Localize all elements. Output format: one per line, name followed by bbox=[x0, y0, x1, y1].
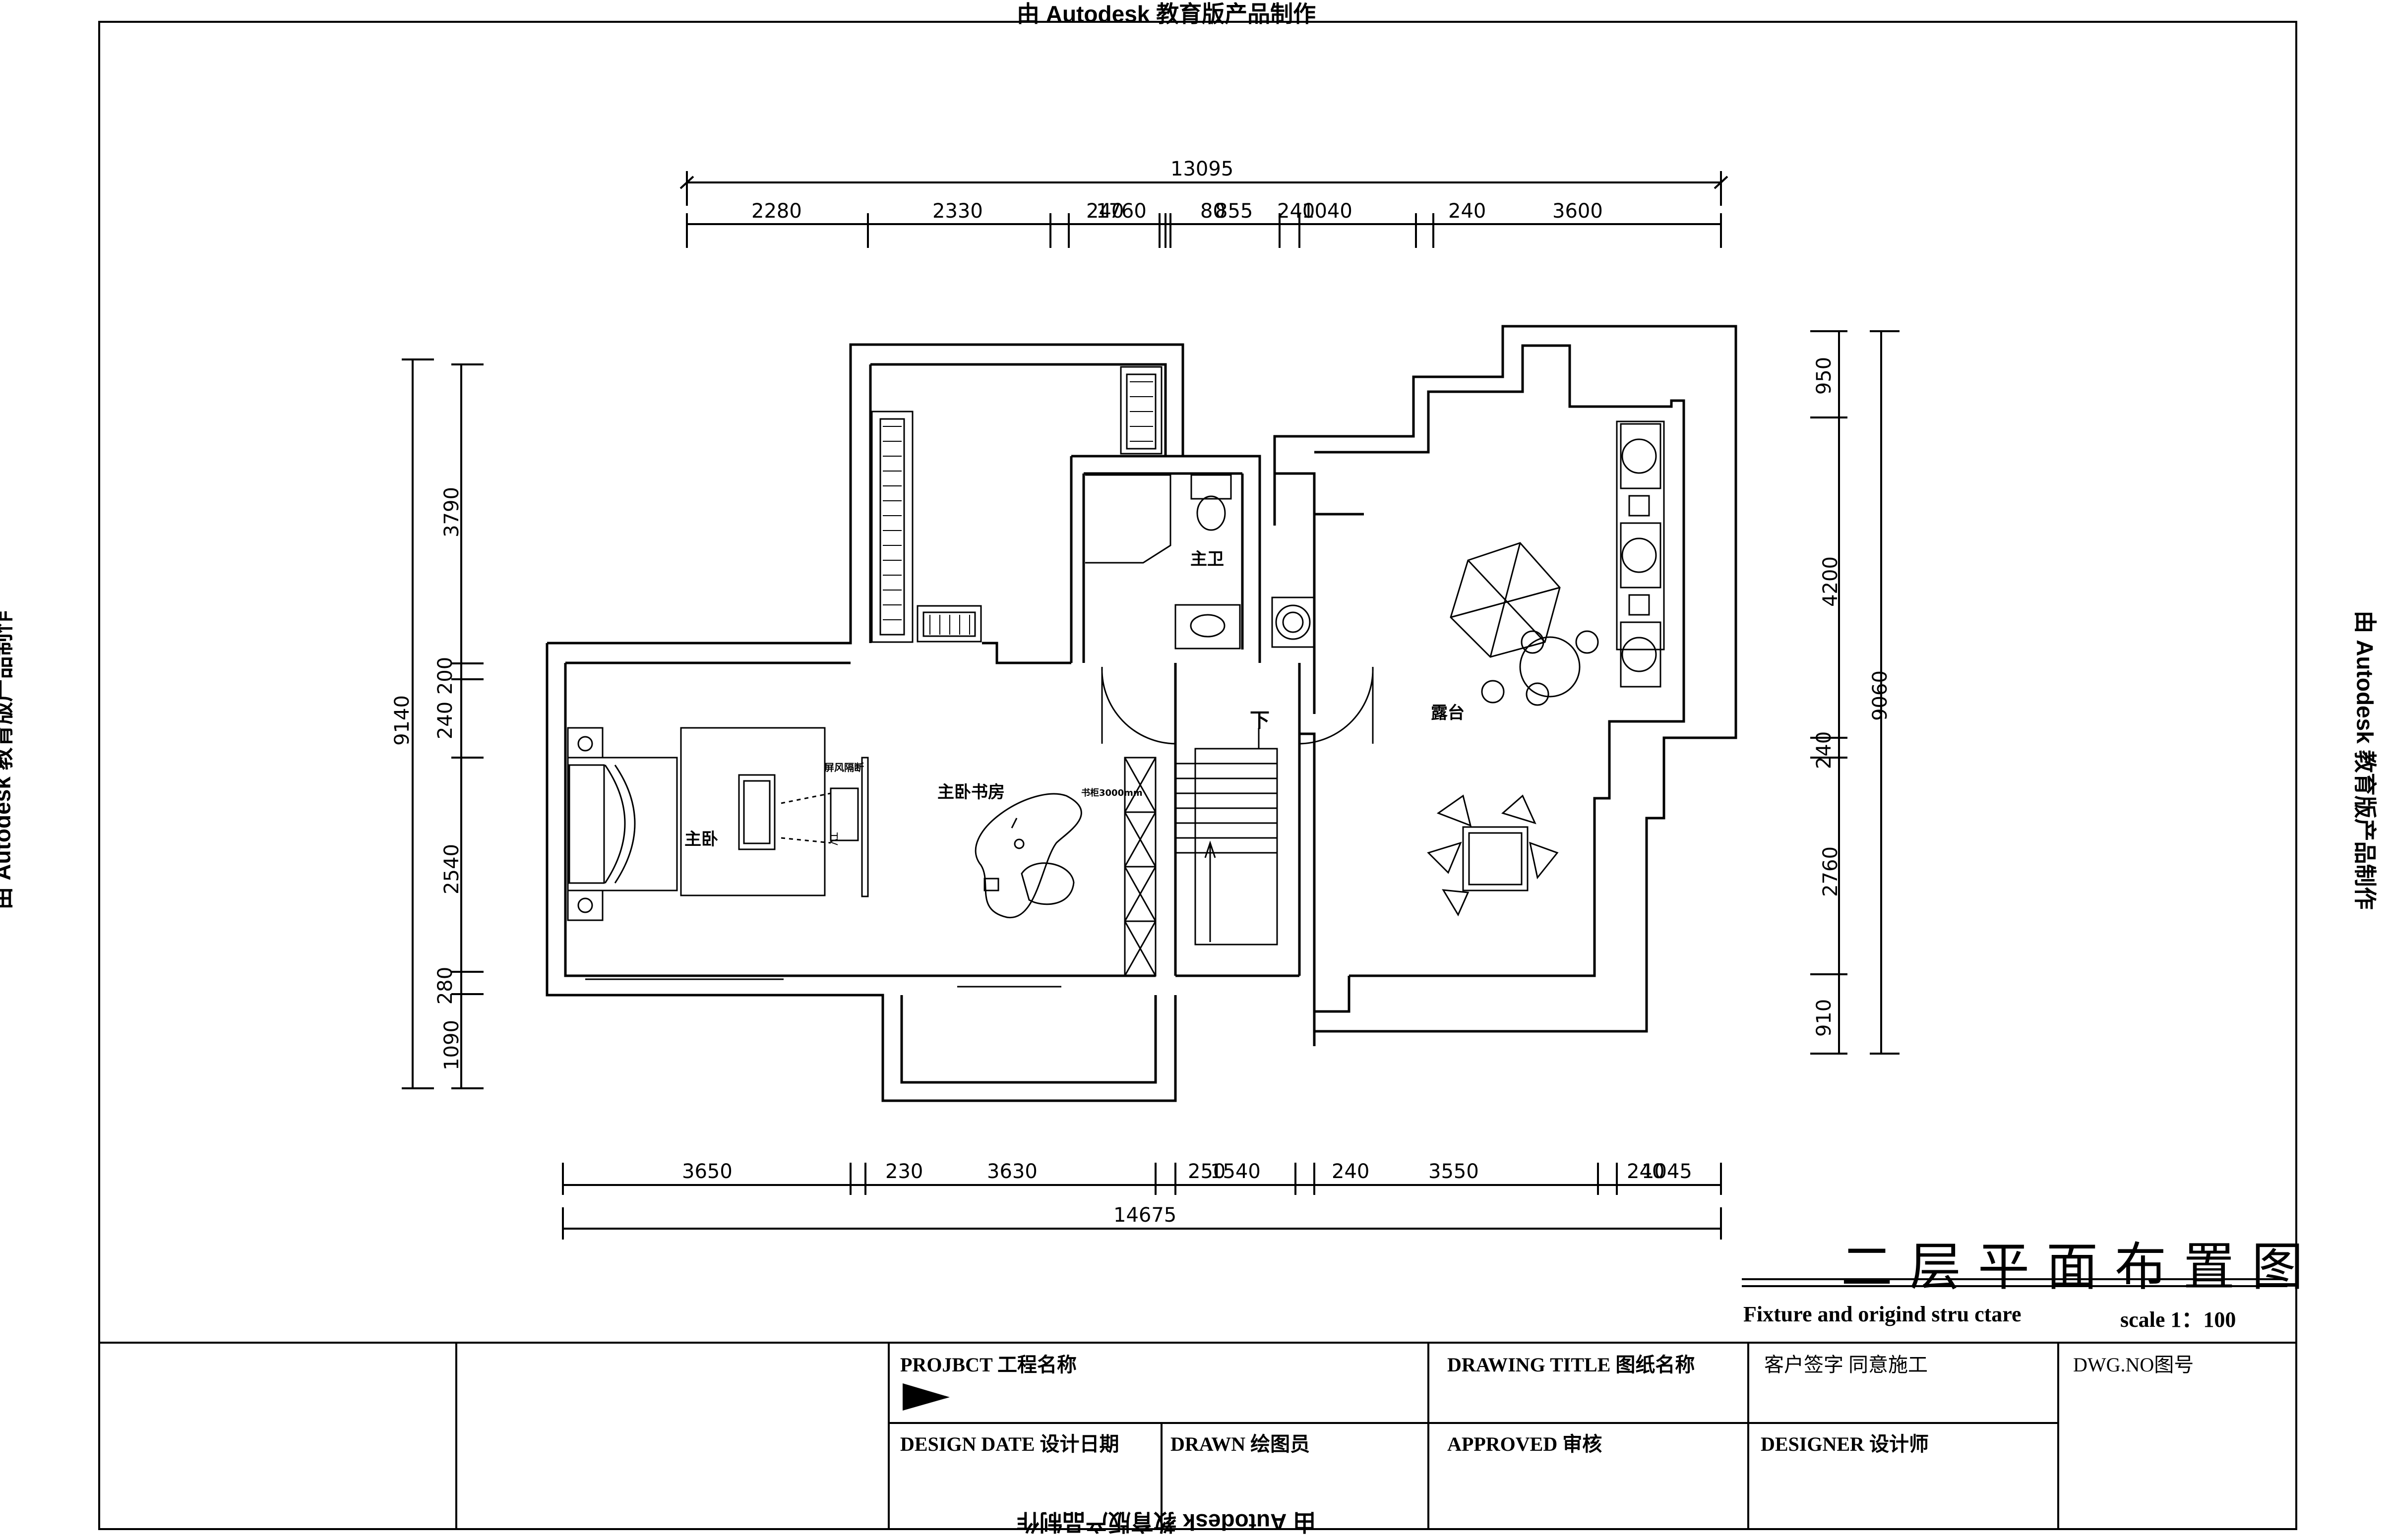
room-master-bath: 主卫 bbox=[1190, 549, 1224, 569]
drawing-title-label: DRAWING TITLE 图纸名称 bbox=[1447, 1354, 1695, 1376]
drawing-subtitle: Fixture and origind stru ctare bbox=[1743, 1302, 2022, 1326]
terrace-furniture bbox=[1427, 420, 1665, 917]
dim-top-5: 80 bbox=[1200, 200, 1226, 223]
dim-right-5: 910 bbox=[1813, 999, 1836, 1037]
dim-bottom-8: 240 bbox=[1627, 1160, 1665, 1183]
dim-right-segments bbox=[1810, 330, 1847, 1055]
design-date-label: DESIGN DATE 设计日期 bbox=[900, 1433, 1119, 1455]
dim-top-6: 855 bbox=[1215, 200, 1253, 223]
dim-top-9: 240 bbox=[1448, 200, 1486, 223]
room-master-study: 主卧书房 bbox=[937, 782, 1005, 802]
arrow-symbol bbox=[903, 1383, 950, 1411]
dim-top-2: 2330 bbox=[932, 200, 983, 223]
dim-top-4: 1760 bbox=[1096, 200, 1147, 223]
dim-right-3: 240 bbox=[1813, 731, 1836, 770]
dim-top-total bbox=[679, 171, 1728, 206]
dim-bottom-7: 3550 bbox=[1428, 1160, 1479, 1183]
dim-bottom-total bbox=[562, 1207, 1722, 1240]
room-master-bedroom: 主卧 bbox=[684, 829, 718, 849]
dim-bottom-6: 240 bbox=[1332, 1160, 1370, 1183]
dim-bottom-1: 3650 bbox=[682, 1160, 733, 1183]
dim-right-4: 2760 bbox=[1819, 846, 1842, 897]
project-label: PROJBCT 工程名称 bbox=[900, 1354, 1077, 1376]
dim-right-1: 950 bbox=[1813, 356, 1836, 395]
dim-top-1: 2280 bbox=[751, 200, 802, 223]
dim-bottom-4: 250 bbox=[1188, 1160, 1226, 1183]
bath-fixtures bbox=[1085, 474, 1315, 650]
dim-left-segments bbox=[451, 363, 484, 1089]
dim-right-total-label: 9060 bbox=[1868, 670, 1892, 721]
bookshelf-label: 书柜3000mm bbox=[1081, 788, 1143, 798]
designer-label: DESIGNER 设计师 bbox=[1761, 1433, 1929, 1455]
drawing-scale: scale 1：100 bbox=[2120, 1307, 2236, 1332]
dim-bottom-2: 230 bbox=[885, 1160, 923, 1183]
approved-label: APPROVED 审核 bbox=[1447, 1433, 1602, 1455]
stairs-down-label: 下 bbox=[1250, 709, 1270, 732]
dim-top-7: 240 bbox=[1277, 200, 1315, 223]
dim-top-8: 1040 bbox=[1302, 200, 1352, 223]
dim-left-5: 280 bbox=[434, 966, 457, 1005]
dim-right-total bbox=[1870, 330, 1900, 1055]
dim-right-2: 4200 bbox=[1819, 556, 1842, 607]
walls bbox=[546, 325, 1737, 1102]
dim-left-total-label: 9140 bbox=[390, 695, 414, 746]
dim-top-segments bbox=[686, 213, 1722, 248]
dim-bottom-total-label: 14675 bbox=[1113, 1204, 1177, 1227]
client-signature-label: 客户签字 同意施工 bbox=[1764, 1354, 1928, 1376]
wardrobe-left bbox=[871, 366, 1163, 643]
title-block-grid bbox=[98, 1278, 2297, 1530]
dim-left-2: 200 bbox=[434, 656, 457, 695]
dim-top-total-label: 13095 bbox=[1170, 158, 1234, 180]
dim-left-6: 1090 bbox=[440, 1020, 463, 1070]
dim-left-1: 3790 bbox=[440, 487, 463, 537]
study-area bbox=[975, 757, 1157, 977]
screen-partition-label: 屏风隔断 bbox=[824, 762, 864, 773]
dim-bottom-9: 1045 bbox=[1642, 1160, 1692, 1183]
dim-left-3: 240 bbox=[434, 701, 457, 740]
drawn-label: DRAWN 绘图员 bbox=[1170, 1433, 1310, 1455]
dwg-no-label: DWG.NO图号 bbox=[2073, 1354, 2194, 1376]
dim-top-3: 240 bbox=[1086, 200, 1124, 223]
room-terrace: 露台 bbox=[1431, 703, 1465, 723]
drawing-title-cn: 二层平面布置图 bbox=[1841, 1237, 2321, 1297]
tv-label: TV bbox=[827, 832, 840, 845]
dim-top-10: 3600 bbox=[1552, 200, 1603, 223]
dim-bottom-segments bbox=[562, 1163, 1722, 1195]
doors bbox=[585, 666, 1374, 988]
dim-bottom-3: 3630 bbox=[987, 1160, 1038, 1183]
dim-left-4: 2540 bbox=[440, 844, 463, 894]
dim-bottom-5: 1540 bbox=[1210, 1160, 1261, 1183]
bed-area bbox=[567, 727, 869, 921]
dim-left-total bbox=[402, 358, 434, 1089]
wardrobe-hangers bbox=[883, 381, 1153, 635]
stairs bbox=[1176, 728, 1278, 946]
